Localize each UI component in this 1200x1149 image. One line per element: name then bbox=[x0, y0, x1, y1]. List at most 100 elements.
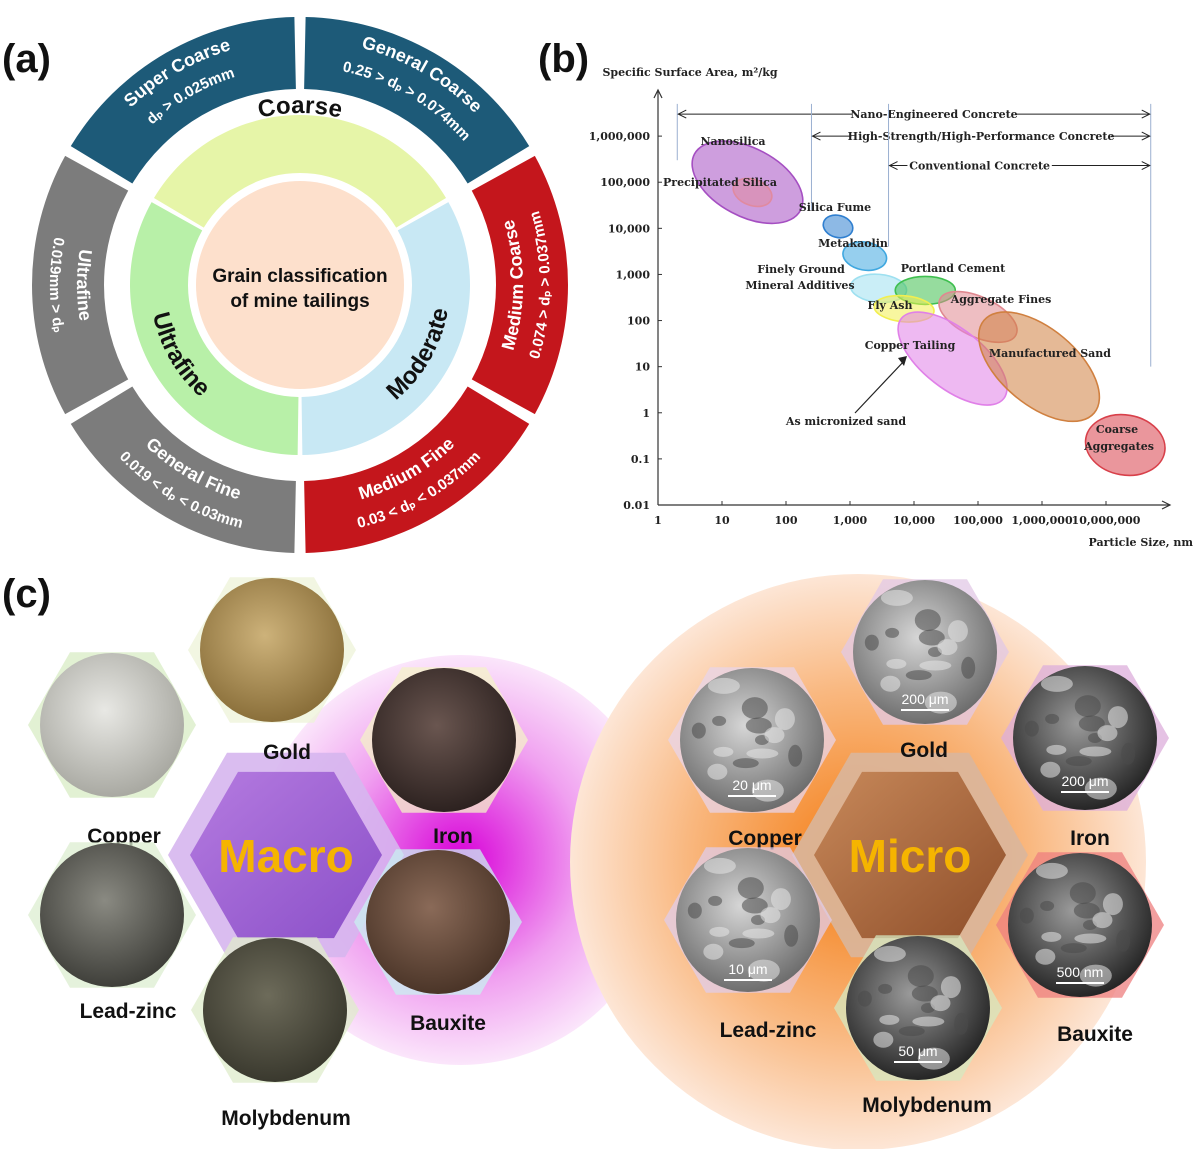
sem-particle bbox=[879, 1014, 900, 1025]
sem-particle bbox=[873, 945, 906, 962]
micro-sample-label: Iron bbox=[1070, 827, 1110, 850]
sem-particle bbox=[1097, 725, 1118, 742]
sem-particle bbox=[742, 928, 775, 939]
sem-particle bbox=[1121, 742, 1136, 765]
region-ellipse bbox=[897, 311, 1008, 406]
micro-sample-label: Bauxite bbox=[1057, 1023, 1133, 1046]
x-tick-label: 1,000 bbox=[833, 514, 868, 527]
sem-particle bbox=[741, 697, 768, 720]
sem-particle bbox=[1065, 756, 1092, 767]
sem-particle bbox=[1045, 713, 1060, 724]
sem-particle bbox=[703, 943, 724, 960]
segment-medium-coarse bbox=[471, 155, 568, 415]
region-ellipse bbox=[732, 177, 773, 208]
micro-center-hex bbox=[814, 771, 1006, 939]
annotation-arrow-line bbox=[854, 359, 906, 414]
sem-particle bbox=[961, 656, 976, 679]
x-tick-label: 10,000 bbox=[893, 514, 935, 527]
range-label-bg bbox=[852, 106, 1016, 121]
inner-ultrafine bbox=[129, 202, 299, 455]
scale-bar-label: 20 μm bbox=[732, 777, 771, 793]
range-label: High-Strength/High-Performance Concrete bbox=[848, 130, 1115, 143]
sem-particle bbox=[864, 634, 879, 651]
sem-particle bbox=[1092, 912, 1113, 929]
sem-particle bbox=[1116, 929, 1131, 952]
sem-particle bbox=[1079, 746, 1112, 757]
macro-sample-image bbox=[40, 653, 184, 797]
region-label: Metakaolin bbox=[818, 237, 888, 250]
sem-particle bbox=[878, 983, 893, 994]
range-arrow-head-right bbox=[1141, 131, 1151, 141]
region-label: Manufactured Sand bbox=[989, 347, 1111, 360]
sem-particle bbox=[1040, 761, 1061, 778]
sem-particle bbox=[947, 620, 968, 643]
sem-particle bbox=[747, 959, 780, 982]
inner-coarse bbox=[153, 114, 447, 228]
range-label: Nano-Engineered Concrete bbox=[850, 108, 1017, 121]
sem-particle bbox=[1079, 964, 1112, 987]
range-arrow-head-left bbox=[888, 161, 898, 170]
sem-particle bbox=[728, 938, 755, 949]
segment-label-ultrafine-path: Ultrafine bbox=[73, 248, 96, 322]
y-tick-label: 10 bbox=[635, 361, 651, 374]
sem-particle bbox=[940, 976, 961, 999]
y-tick-label: 0.1 bbox=[631, 453, 650, 466]
region-label-coarse-line2: Aggregates bbox=[1083, 440, 1154, 453]
sem-particle bbox=[741, 897, 768, 914]
region-label: Nanosilica bbox=[700, 135, 765, 148]
x-tick-label: 10,000,000 bbox=[1072, 514, 1141, 527]
sem-particle bbox=[1078, 715, 1105, 732]
macro-sample-image bbox=[40, 843, 184, 987]
x-axis-title: Particle Size, nm bbox=[1088, 536, 1193, 549]
annotation-label: As micronized sand bbox=[785, 415, 906, 428]
range-arrow-head-left bbox=[811, 131, 821, 141]
sem-particle bbox=[703, 857, 736, 874]
range-label-bg bbox=[851, 128, 1111, 143]
macro-sample-image bbox=[200, 578, 344, 722]
segment-ultrafine bbox=[32, 155, 129, 415]
sem-particle bbox=[873, 1031, 894, 1048]
center-label-line2: of mine tailings bbox=[230, 291, 369, 312]
sem-particle bbox=[912, 1016, 945, 1027]
y-tick-label: 1,000 bbox=[616, 268, 651, 281]
macro-sample-image bbox=[203, 938, 347, 1082]
micro-title: Micro bbox=[849, 830, 972, 882]
y-tick-label: 0.01 bbox=[623, 499, 650, 512]
segment-super-coarse bbox=[70, 17, 296, 184]
center-label-line1: Grain classification bbox=[212, 266, 387, 287]
sem-particle bbox=[745, 717, 772, 734]
macro-sample-image bbox=[366, 850, 510, 994]
sem-particle bbox=[1024, 720, 1039, 737]
micro-sample-label: Lead-zinc bbox=[720, 1019, 817, 1042]
panel-label-c: (c) bbox=[2, 572, 51, 616]
sem-particle bbox=[760, 907, 781, 924]
macro-title: Macro bbox=[218, 830, 353, 882]
sem-particle bbox=[1084, 777, 1117, 800]
inner-label-coarse-path: Coarse bbox=[256, 92, 345, 124]
region-label: Copper Tailing bbox=[865, 339, 956, 352]
sem-particle bbox=[1035, 862, 1068, 879]
macro-sample-image bbox=[372, 668, 516, 812]
scale-bar-label: 50 μm bbox=[898, 1043, 937, 1059]
region-label: Portland Cement bbox=[901, 262, 1006, 275]
segment-range-ultrafine-path: 0.019mm > dₚ bbox=[46, 236, 68, 334]
sem-particle bbox=[924, 691, 957, 714]
range-label-bg bbox=[907, 157, 1052, 172]
y-axis-title: Specific Surface Area, m²/kg bbox=[602, 66, 777, 79]
y-tick-label: 1,000,000 bbox=[589, 130, 651, 143]
x-tick-label: 100,000 bbox=[953, 514, 1003, 527]
region-label: Silica Fume bbox=[799, 201, 871, 214]
sem-particle bbox=[764, 727, 785, 744]
micro-sample-label: Copper bbox=[728, 827, 802, 850]
region-ellipse bbox=[842, 240, 888, 272]
x-tick-label: 100 bbox=[775, 514, 798, 527]
sem-particle bbox=[687, 902, 702, 919]
inner-label-coarse: Coarse bbox=[256, 92, 345, 124]
sem-particle bbox=[1060, 943, 1087, 954]
sem-particle bbox=[1074, 695, 1101, 718]
sem-particle bbox=[712, 715, 727, 726]
